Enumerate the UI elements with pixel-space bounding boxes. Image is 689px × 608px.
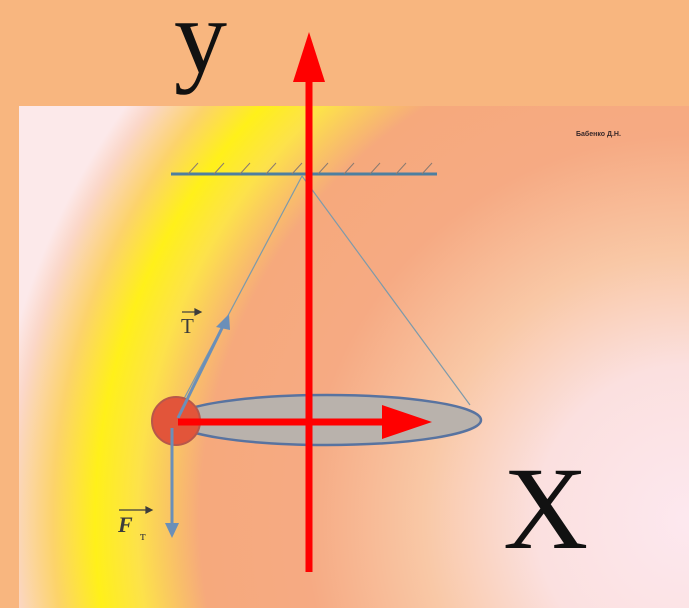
pendulum-string-right bbox=[301, 175, 471, 406]
slide-panel bbox=[19, 106, 689, 608]
pendulum-string-left bbox=[177, 175, 303, 411]
y-axis-arrow bbox=[293, 32, 325, 572]
tension-label: T bbox=[181, 314, 194, 338]
x-axis-label: X bbox=[503, 443, 589, 574]
tension-vector-arrow bbox=[176, 314, 230, 419]
y-axis-label: y bbox=[174, 0, 227, 95]
ceiling-support bbox=[171, 162, 437, 176]
t-vector-overline bbox=[182, 308, 203, 316]
f-vector-overline bbox=[119, 506, 154, 514]
gravity-vector-arrow bbox=[165, 428, 179, 538]
x-axis-arrow bbox=[178, 405, 432, 439]
gravity-subscript: т bbox=[140, 528, 146, 543]
gravity-label: F bbox=[118, 512, 133, 537]
author-caption: Бабенко Д.Н. bbox=[576, 131, 621, 138]
